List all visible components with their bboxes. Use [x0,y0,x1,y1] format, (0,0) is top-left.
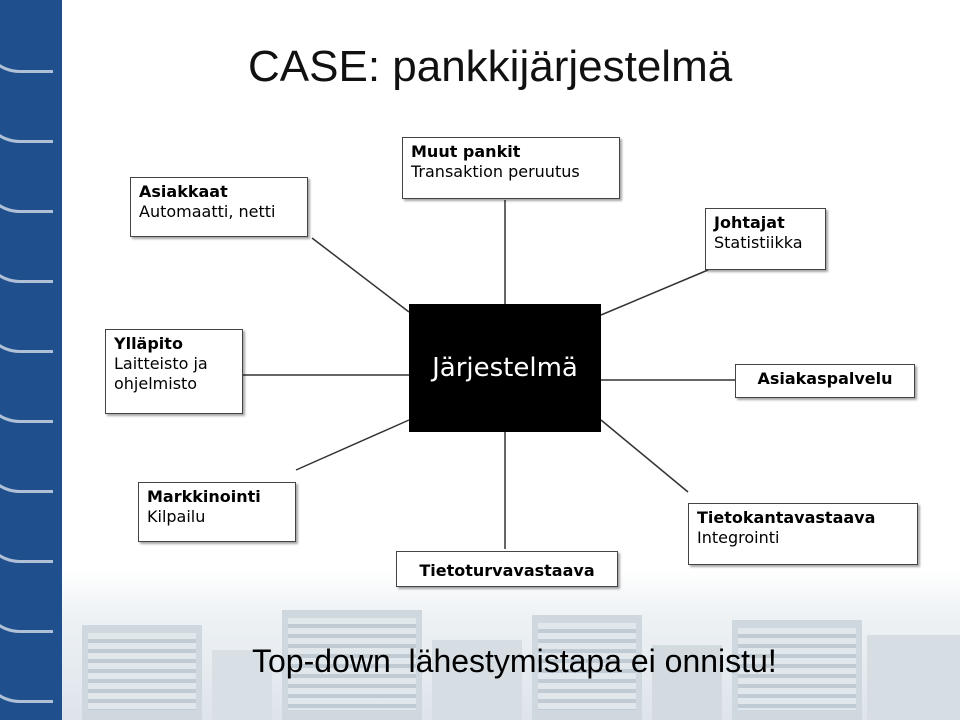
node-yllapito-sub2: ohjelmisto [114,374,198,393]
node-asiakkaat: Asiakkaat Automaatti, netti [130,177,308,237]
node-tietokantavastaava-sub: Integrointi [697,528,780,547]
node-yllapito-label: Ylläpito [114,334,183,353]
node-asiakaspalvelu: Asiakaspalvelu [735,364,915,398]
node-tietoturvavastaava: Tietoturvavastaava [396,551,618,587]
connector-tietokanta [600,419,689,493]
node-muut-pankit-sub: Transaktion peruutus [411,162,580,181]
background-buildings-photo [62,570,960,720]
node-johtajat-label: Johtajat [714,213,785,232]
decorative-side-stripe [0,0,62,720]
connector-asiakkaat [311,237,410,313]
node-asiakkaat-sub: Automaatti, netti [139,202,276,221]
node-yllapito-sub1: Laitteisto ja [114,354,208,373]
node-asiakaspalvelu-label: Asiakaspalvelu [757,369,893,388]
footer-statement: Top-down lähestymistapa ei onnistu! [252,643,777,679]
node-markkinointi: Markkinointi Kilpailu [138,482,296,542]
node-markkinointi-label: Markkinointi [147,487,261,506]
node-markkinointi-sub: Kilpailu [147,507,206,526]
connector-markkinointi [295,419,410,471]
node-johtajat-sub: Statistiikka [714,233,803,252]
node-asiakkaat-label: Asiakkaat [139,182,228,201]
node-muut-pankit: Muut pankit Transaktion peruutus [402,137,620,199]
node-johtajat: Johtajat Statistiikka [705,208,826,270]
center-system-node: Järjestelmä [409,304,601,432]
node-muut-pankit-label: Muut pankit [411,142,521,161]
node-tietokantavastaava: Tietokantavastaava Integrointi [688,503,918,565]
center-system-label: Järjestelmä [432,353,578,383]
node-tietokantavastaava-label: Tietokantavastaava [697,508,876,527]
node-tietoturvavastaava-label: Tietoturvavastaava [419,561,595,580]
node-yllapito: Ylläpito Laitteisto ja ohjelmisto [105,329,243,414]
slide-title: CASE: pankkijärjestelmä [248,42,733,91]
connector-johtajat [600,269,709,316]
